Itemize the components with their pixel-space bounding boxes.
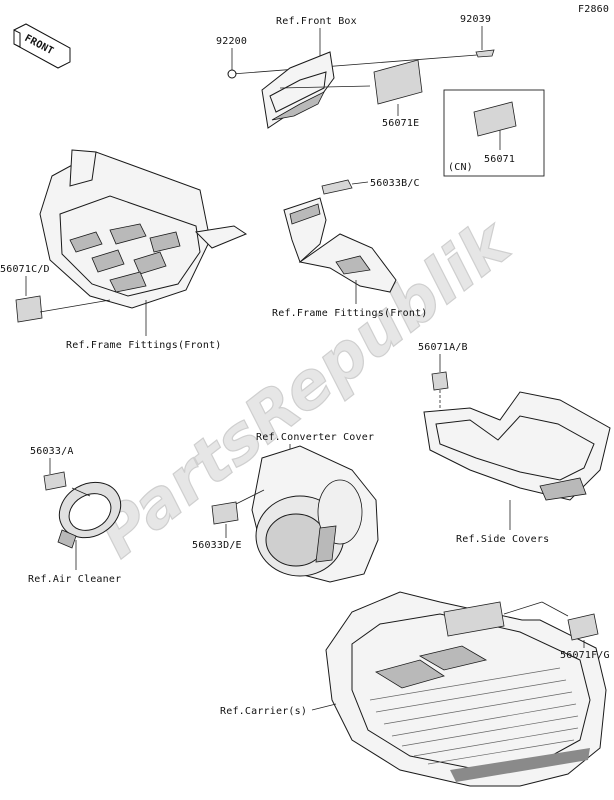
label-ref-side-covers: Ref.Side Covers — [456, 534, 549, 545]
sticker-56033D-E — [211, 501, 239, 525]
label-ref-carriers: Ref.Carrier(s) — [220, 706, 307, 717]
label-ref-front-box: Ref.Front Box — [276, 16, 357, 27]
label-56071E: 56071E — [382, 118, 419, 129]
side-covers-part — [423, 391, 611, 501]
label-56071F-G: 56071F/G — [560, 650, 610, 661]
sticker-56071A-B — [431, 371, 449, 391]
label-ref-converter-cover: Ref.Converter Cover — [256, 432, 374, 443]
carrier-sticker-outline — [443, 601, 505, 637]
sticker-56033B-C — [321, 179, 353, 195]
sticker-56071C-D — [15, 295, 43, 323]
label-56033B-C: 56033B/C — [370, 178, 420, 189]
converter-cover-part — [251, 445, 379, 583]
cn-sticker — [473, 101, 517, 137]
bolt-92200-icon — [227, 69, 237, 79]
figure-code: F2860 — [578, 4, 609, 15]
cn-box — [443, 89, 545, 177]
label-ref-frame-fittings-left: Ref.Frame Fittings(Front) — [66, 340, 222, 351]
label-ref-frame-fittings-right: Ref.Frame Fittings(Front) — [272, 308, 428, 319]
frame-fittings-bracket-part — [283, 197, 397, 293]
label-56071A-B: 56071A/B — [418, 342, 468, 353]
label-56033D-E: 56033D/E — [192, 540, 242, 551]
label-56071E-sticker — [373, 59, 423, 105]
front-box-part — [261, 51, 335, 129]
clip-92039-icon — [475, 49, 495, 58]
air-cleaner-part — [57, 481, 122, 549]
sticker-56071F-G — [567, 613, 599, 641]
label-56033-A: 56033/A — [30, 446, 74, 457]
label-56071C-D: 56071C/D — [0, 264, 50, 275]
label-ref-air-cleaner: Ref.Air Cleaner — [28, 574, 121, 585]
sticker-56033-A — [43, 471, 67, 491]
carrier-part — [325, 591, 607, 787]
label-56071-cn: 56071 — [484, 154, 515, 165]
label-92039: 92039 — [460, 14, 491, 25]
front-arrow-icon: FRONT — [13, 23, 71, 69]
label-cn: (CN) — [448, 162, 473, 173]
label-92200: 92200 — [216, 36, 247, 47]
frame-fittings-tray-part — [39, 149, 248, 309]
